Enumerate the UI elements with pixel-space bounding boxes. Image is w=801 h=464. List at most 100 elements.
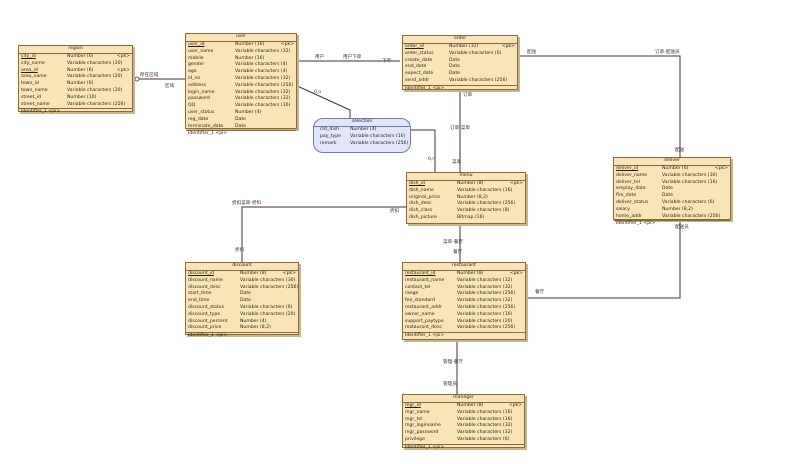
- attribute-type: Variable characters (4): [235, 69, 288, 75]
- attribute-type: Date: [449, 71, 460, 77]
- attribute-type: Date: [240, 298, 251, 304]
- rel-label: 区域: [165, 84, 175, 89]
- attribute-type: Number (32): [449, 44, 479, 49]
- attribute-type: Bitmap (16): [457, 214, 485, 220]
- attribute-type: Variable characters (6): [662, 199, 715, 205]
- attribute-type: Variable characters (256): [350, 140, 409, 146]
- attribute-type: Variable characters (16): [350, 133, 406, 139]
- attribute-type: Date: [235, 123, 246, 129]
- rel-label: 配送: [527, 50, 537, 55]
- attribute-name: street_name: [21, 101, 50, 107]
- attribute-type: Variable characters (16): [457, 416, 513, 422]
- attribute-name: privilege: [405, 436, 425, 442]
- attribute-type: Variable characters (16): [662, 179, 718, 185]
- entity-title: region: [19, 46, 132, 54]
- attribute-name: gender: [188, 62, 205, 68]
- attribute-type: Number (4): [235, 109, 262, 115]
- attribute-type: Number (8,2): [457, 194, 488, 200]
- attribute-name: discount_type: [188, 311, 221, 317]
- rel-label: 管理-餐厅: [443, 360, 464, 365]
- entity-title: menu: [407, 173, 525, 181]
- attribute-name: restaurant_id: [405, 271, 436, 276]
- attribute-name: street_id: [21, 94, 41, 100]
- rel-label: 订单: [463, 93, 473, 98]
- entity-title: discount: [186, 263, 298, 271]
- entity-title: manager: [403, 395, 524, 403]
- attribute-type: Variable characters (256): [67, 101, 126, 107]
- attribute-row: employ_date Date: [616, 186, 728, 193]
- attribute-row: dish_picture Bitmap (16): [409, 215, 523, 222]
- attribute-type: Number (6): [67, 81, 94, 87]
- attribute-name: mgr_name: [405, 409, 430, 415]
- attribute-row: mobile Number (16): [188, 56, 294, 63]
- attribute-name: dish_name: [409, 187, 434, 193]
- attribute-type: Variable characters (4): [235, 62, 288, 68]
- attribute-name: pay_type: [320, 133, 342, 139]
- rel-label: 管理员: [443, 382, 457, 387]
- attribute-name: mobile: [188, 55, 204, 61]
- attribute-name: discount_name: [188, 277, 223, 283]
- rel-label: 订单-菜单: [450, 126, 471, 131]
- attribute-key: <pk>: [509, 181, 523, 186]
- attribute-type: Number (6): [67, 67, 94, 73]
- attribute-type: Date: [662, 186, 673, 192]
- attribute-type: Variable characters (6): [457, 436, 510, 442]
- attribute-name: area_id: [21, 67, 38, 73]
- attribute-type: Number (6): [662, 166, 689, 171]
- attribute-name: city_id: [21, 54, 36, 59]
- attribute-key: <pk>: [280, 42, 294, 47]
- attribute-type: Variable characters (256): [449, 77, 508, 83]
- rel-label: 折扣: [235, 248, 245, 253]
- attribute-key: <pk>: [501, 44, 515, 49]
- attribute-name: restaurant_addr: [405, 304, 442, 310]
- rel-label: 配送员: [675, 225, 689, 230]
- attribute-name: dish_picture: [409, 214, 437, 220]
- attribute-type: Date: [662, 193, 673, 199]
- rel-label: 餐厅: [453, 250, 463, 255]
- attribute-name: home_addr: [616, 213, 642, 219]
- attribute-name: employ_date: [616, 186, 646, 192]
- attribute-row: privilege Variable characters (6): [405, 437, 522, 444]
- attribute-name: dish_class: [409, 208, 433, 214]
- attribute-key: <pk>: [116, 54, 130, 59]
- attribute-type: Variable characters (6): [449, 50, 502, 56]
- attribute-type: Number (16): [235, 55, 265, 61]
- attribute-type: Variable characters (20): [67, 74, 123, 80]
- attribute-name: dish_desc: [409, 201, 432, 207]
- rel-label: 配送: [675, 148, 685, 153]
- attribute-type: Variable characters (6): [240, 304, 293, 310]
- attribute-name: salary: [616, 206, 630, 212]
- attribute-type: Variable characters (32): [235, 96, 291, 102]
- entity-identifier: Identifier_1 <pi>: [403, 443, 524, 452]
- attribute-name: fee_standard: [405, 298, 435, 304]
- rel-label: 餐厅: [535, 290, 545, 295]
- attribute-name: owner_name: [405, 311, 435, 317]
- attribute-key: <pk>: [282, 271, 296, 276]
